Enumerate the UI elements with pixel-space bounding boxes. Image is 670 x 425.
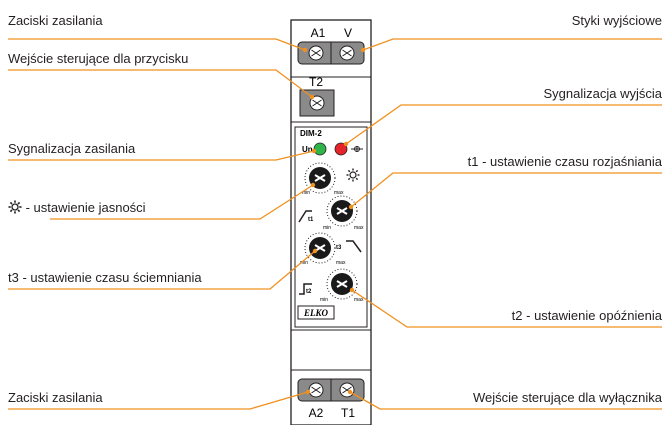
knob-min-label: min [323,225,331,231]
t1-mark: t1 [308,217,314,223]
terminal-screw-icon [309,95,325,111]
knob-min-label: min [300,260,308,266]
brand-logo [297,305,335,320]
output-led [334,142,348,156]
brand-text: ELKO [303,308,329,318]
brightness-icon [8,200,22,214]
label-brightness-setting: - ustawienie jasności [8,200,146,216]
terminal-t2-label: T2 [309,75,323,89]
terminal-v-label: V [344,26,352,40]
label-power-indication: Sygnalizacja zasilania [8,141,136,156]
knob-max-label: max [334,190,344,196]
brightness-icon [346,168,360,182]
t2-mark: t2 [306,289,312,295]
t2-terminal [299,89,335,117]
label-t3-setting: t3 - ustawienie czasu ściemniania [8,270,202,285]
top-terminal-block [297,41,365,65]
output-symbol-icon [351,146,363,152]
t3-mark: t3 [336,245,342,251]
t2-knob [326,268,358,300]
terminal-screw-icon [339,382,355,398]
terminal-t1-label: T1 [341,406,355,420]
label-button-input: Wejście sterujące dla przycisku [8,51,189,66]
t1-knob [326,195,358,227]
bottom-terminal-block [297,378,365,402]
label-power-terminals-top: Zaciski zasilania [8,13,103,28]
label-power-terminals-bottom: Zaciski zasilania [8,390,103,405]
terminal-screw-icon [339,45,355,61]
label-output-contacts: Styki wyjściowe [571,13,662,28]
label-t2-setting: t2 - ustawienie opóźnienia [511,308,662,323]
t1-ramp-icon [298,210,312,223]
terminal-screw-icon [308,382,324,398]
un-label: Un [302,145,313,154]
terminal-a2-label: A2 [309,406,324,420]
knob-max-label: max [336,260,346,266]
knob-max-label: max [354,225,364,231]
callout-dots [302,47,366,395]
knob-max-label: max [354,297,364,303]
callout-leaders [8,38,662,410]
terminal-a1-label: A1 [311,26,326,40]
terminal-screw-icon [308,45,324,61]
power-led [313,142,327,156]
label-t1-setting: t1 - ustawienie czasu rozjaśniania [467,154,662,169]
knob-min-label: min [302,190,310,196]
label-output-indication: Sygnalizacja wyjścia [543,86,663,101]
label-switch-input: Wejście sterujące dla wyłącznika [472,390,662,405]
t3-ramp-icon [346,240,362,253]
brightness-setting-text: - ustawienie jasności [22,200,146,215]
model-label: DIM-2 [300,129,322,138]
knob-min-label: min [320,297,328,303]
t2-step-icon [299,283,312,295]
